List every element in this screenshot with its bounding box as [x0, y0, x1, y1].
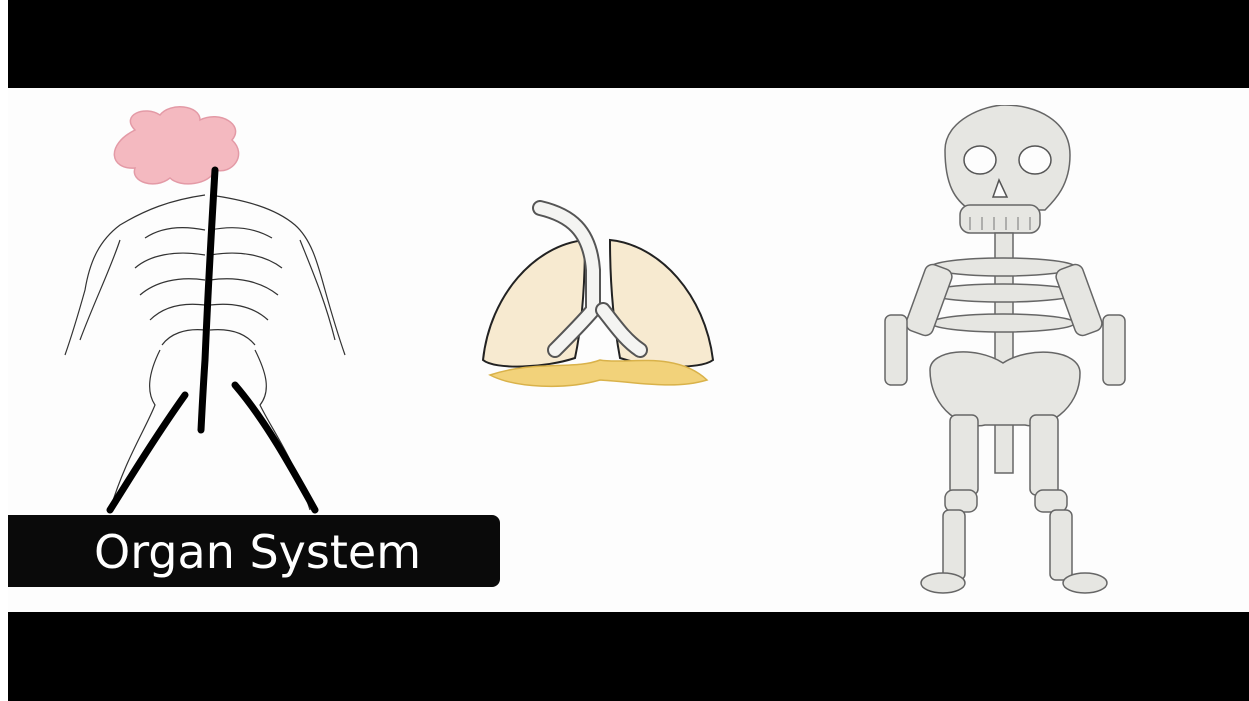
lungs-icon — [475, 200, 725, 400]
nervous-system-icon — [50, 100, 370, 530]
letterbox-bottom — [8, 612, 1249, 701]
skeleton-icon — [875, 105, 1155, 600]
brain-icon — [114, 107, 238, 184]
letterbox-top — [8, 0, 1249, 88]
caption-text: Organ System — [94, 522, 421, 582]
